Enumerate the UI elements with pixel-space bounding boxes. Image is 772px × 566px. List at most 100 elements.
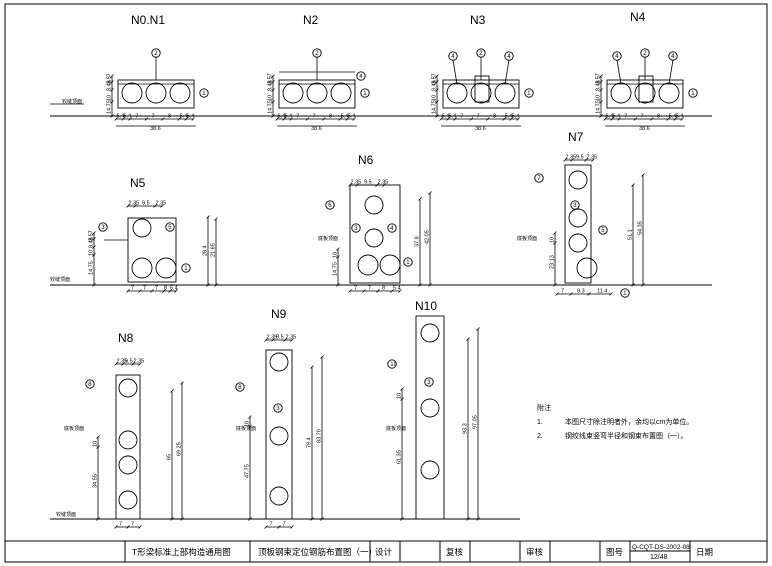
dim-bottom-n0n1-label: 5.4	[187, 114, 195, 120]
dim-tick	[177, 117, 181, 121]
dim-left-n3-label: 8.46	[432, 80, 438, 91]
dim-bottom-n0n1-label: 5.4	[124, 114, 132, 120]
dim-bottom-n0n1-label: 7	[152, 114, 155, 120]
section-title-n4: N4	[630, 10, 646, 24]
dim-tick	[435, 100, 439, 104]
dim-left-n7-label: 10	[550, 237, 556, 243]
bar-3-n7	[570, 200, 580, 210]
dim-bottom-n6-label: 5.4	[393, 286, 401, 292]
bar-3-n9	[273, 403, 283, 413]
dim-tick	[435, 88, 439, 92]
dim-tick	[168, 289, 172, 293]
dim-right2-n5-label: 21.65	[211, 243, 217, 257]
section-box-n7	[564, 164, 592, 284]
dim-tick	[587, 292, 591, 296]
bar-8-n8-text: 8	[88, 382, 92, 388]
dim-tick	[310, 365, 314, 369]
dim-bottom-n6-label: 8	[382, 286, 385, 292]
dim-total-n4: 38.6	[639, 126, 650, 132]
dim-tick	[336, 247, 340, 251]
duct-n0n1-2	[145, 82, 167, 104]
dim-bottom-n4-label: 5.4	[606, 114, 614, 120]
duct-n8-2	[118, 430, 138, 450]
dim-bottom-n3-label: 5.4	[449, 114, 457, 120]
duct-n4-1	[610, 82, 632, 104]
dim-tick	[271, 80, 275, 84]
dim-bottom-n0n1-label: 5.4	[180, 114, 188, 120]
dim-tick	[610, 117, 614, 121]
dim-tick	[680, 117, 685, 121]
dim-tick	[641, 173, 645, 177]
dim-tick	[476, 327, 480, 331]
bar-center-n0n1-text: 2	[154, 51, 158, 57]
dim-bottom-n7-label: 9.3	[577, 289, 585, 295]
section-title-n7: N7	[568, 130, 584, 144]
section-box-n8	[115, 374, 141, 520]
bar-6-n6	[325, 200, 335, 210]
leader-4b-n3	[504, 59, 510, 85]
dim-right-n7-label: 51.1	[628, 229, 634, 240]
dim-right2-n6-label: 42.05	[425, 230, 431, 244]
dim-top-n9-label: 2.35	[267, 335, 278, 341]
dim-bottom-n7-label: 11.4	[597, 289, 607, 295]
bar-3-n5-text: 3	[101, 225, 105, 231]
dim-tick	[184, 117, 188, 121]
duct-n3-3	[494, 82, 516, 104]
dim-bottom-n2-label: 5.4	[341, 114, 349, 120]
bar-5-n7-text: 5	[601, 228, 605, 234]
duct-n6-1	[357, 254, 379, 276]
dim-top-n7-label: 2.35	[587, 155, 598, 161]
dim-tick	[138, 362, 142, 366]
note-1-num: 1.	[537, 419, 543, 426]
dim-tick	[138, 525, 142, 529]
dim-left-n2-label: 8.46	[268, 80, 274, 91]
tb-design: 设计	[375, 547, 393, 557]
dim-top-n8-label: 2.35	[117, 359, 128, 365]
dim-tick	[352, 117, 357, 121]
dim-tick	[609, 292, 613, 296]
dim-tick	[96, 435, 100, 439]
dim-tick	[362, 289, 366, 293]
dim-tick	[282, 117, 286, 121]
duct-n2-2	[306, 82, 328, 104]
bar-4-n2	[356, 71, 366, 81]
dim-tick	[553, 241, 557, 245]
dim-tick	[248, 425, 252, 429]
dim-total-n3: 38.6	[475, 126, 486, 132]
bar-4-n2-text: 4	[359, 74, 363, 80]
dim-tick	[214, 217, 218, 221]
dim-bottom-n7-label: 7	[561, 289, 564, 295]
bar-4b-n4-text: 4	[671, 54, 675, 60]
dim-tick	[271, 74, 275, 78]
dim-tick	[133, 204, 137, 208]
dim-left-n2-label: 3.57	[268, 73, 274, 84]
bar-4a-n4-text: 4	[615, 54, 619, 60]
bar-1-n6-text: 1	[406, 260, 410, 266]
dim-tick	[453, 117, 457, 121]
dim-top-n6-label: 2.35	[351, 180, 362, 186]
dim-left-n0n1-label: 8.46	[107, 80, 113, 91]
dim-tick	[428, 191, 432, 195]
dim-tick	[446, 117, 450, 121]
dim-top-n6-label: 9.5	[364, 180, 372, 186]
dim-tick	[121, 362, 125, 366]
dim-tick	[320, 355, 324, 359]
dim-bottom-n2-label: 7	[313, 114, 316, 120]
dim-left-n8-label: 34.55	[93, 474, 99, 488]
dim-tick	[290, 525, 294, 529]
duct-n2-1	[282, 82, 304, 104]
dim-top-n8-label: 2.35	[134, 359, 145, 365]
duct-n8-1	[118, 378, 138, 398]
bar-1-n0n1-text: 1	[202, 91, 206, 97]
bar-3-n10-text: 3	[427, 380, 431, 386]
section-box-n10	[415, 315, 445, 520]
dim-top-n7-label: 9.5	[576, 155, 584, 161]
dim-tick	[180, 381, 184, 385]
duct-n4-2	[634, 82, 656, 104]
dim-tick	[570, 158, 574, 162]
duct-n7-low	[568, 233, 588, 253]
dim-left-n6-label: 10	[333, 252, 339, 258]
note-1-text: 本图尺寸除注明者外，余均以cm为单位。	[565, 417, 693, 426]
dim-tick	[271, 338, 275, 342]
bar-4a-n3-text: 4	[451, 54, 455, 60]
